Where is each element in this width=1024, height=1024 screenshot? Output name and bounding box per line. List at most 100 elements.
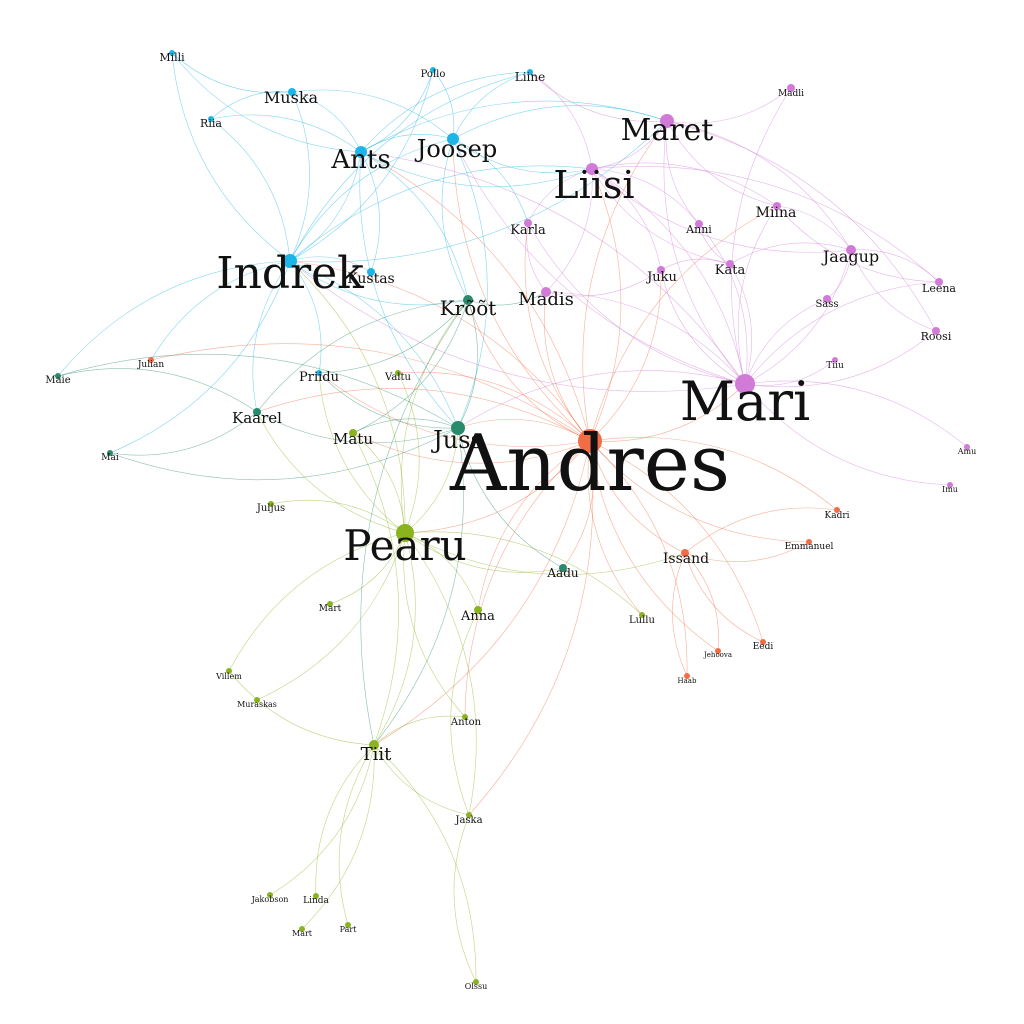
node-miina[interactable] <box>773 202 781 210</box>
node-olssu[interactable] <box>473 979 479 985</box>
edge-joosep-juss <box>452 138 488 429</box>
edge-issand-haab <box>672 552 688 677</box>
edge-kata-anni <box>698 223 731 265</box>
node-mart2[interactable] <box>299 926 305 932</box>
node-kaarel[interactable] <box>253 408 261 416</box>
node-jakobson[interactable] <box>267 892 273 898</box>
edge-andres-matu <box>352 432 591 464</box>
node-liine[interactable] <box>527 69 533 75</box>
node-liisi[interactable] <box>586 163 598 175</box>
node-roosi[interactable] <box>932 327 940 335</box>
node-label-mari: Mari <box>680 370 811 433</box>
node-mari[interactable] <box>735 374 755 394</box>
node-anni[interactable] <box>695 220 703 228</box>
node-jehoova[interactable] <box>715 648 721 654</box>
edge-pearu-jaska <box>404 532 477 816</box>
node-juss[interactable] <box>451 421 465 435</box>
edge-liisi-karla <box>527 168 593 224</box>
edge-indrek-maret <box>289 120 668 263</box>
edge-mari-karla <box>527 222 746 385</box>
node-label-jakobson: Jakobson <box>251 895 289 904</box>
node-maret[interactable] <box>660 114 674 128</box>
node-jaagup[interactable] <box>846 245 856 255</box>
node-milli[interactable] <box>169 50 175 56</box>
node-part[interactable] <box>345 922 351 928</box>
node-kadri[interactable] <box>834 507 840 513</box>
node-amu[interactable] <box>964 444 970 450</box>
node-julian[interactable] <box>148 357 154 363</box>
edge-mari-sass <box>744 298 828 385</box>
edge-indrek-pollo <box>289 69 434 262</box>
edge-andres-maret <box>582 120 668 442</box>
node-riia[interactable] <box>208 116 214 122</box>
node-leena[interactable] <box>935 278 943 286</box>
node-andres[interactable] <box>578 429 602 453</box>
node-juljus[interactable] <box>268 501 274 507</box>
node-mart[interactable] <box>327 601 333 607</box>
node-anton[interactable] <box>462 714 468 720</box>
node-issand[interactable] <box>681 549 689 557</box>
edge-juss-priidu <box>318 372 459 429</box>
edge-andres-haab <box>589 440 688 677</box>
node-muraskas[interactable] <box>254 697 260 703</box>
node-kroot[interactable] <box>463 295 473 305</box>
node-karla[interactable] <box>524 219 532 227</box>
node-ants[interactable] <box>355 146 367 158</box>
edge-kaarel-maie <box>57 368 258 413</box>
node-priidu[interactable] <box>316 370 322 376</box>
edge-mari-imu <box>744 383 951 486</box>
node-haab[interactable] <box>684 673 690 679</box>
edge-pearu-muraskas <box>256 532 406 701</box>
edge-mari-maret <box>663 120 746 385</box>
edge-indrek-kaarel <box>252 260 291 413</box>
edge-liisi-madis <box>545 168 593 293</box>
node-maie[interactable] <box>55 373 61 379</box>
node-anna[interactable] <box>474 606 482 614</box>
edge-joosep-muska <box>291 89 454 140</box>
node-label-tiit: Tiit <box>361 744 393 765</box>
node-jaska[interactable] <box>466 812 472 818</box>
node-aadu[interactable] <box>559 564 567 572</box>
edge-jaska-olssu <box>453 814 477 983</box>
node-mai[interactable] <box>107 450 113 456</box>
node-tiit[interactable] <box>369 740 379 750</box>
node-sass[interactable] <box>823 295 831 303</box>
edge-andres-joosep <box>452 138 591 442</box>
node-lullu[interactable] <box>639 612 645 618</box>
node-pollo[interactable] <box>430 67 436 73</box>
node-label-liine: Liine <box>515 70 545 84</box>
node-linda[interactable] <box>313 893 319 899</box>
node-label-anton: Anton <box>450 717 482 728</box>
node-joosep[interactable] <box>447 133 459 145</box>
edge-ants-kroot <box>360 151 469 301</box>
node-matu[interactable] <box>349 429 357 437</box>
node-madis[interactable] <box>541 287 551 297</box>
edge-andres-miina <box>589 205 778 442</box>
edge-andres-valtu <box>397 371 591 442</box>
edge-liisi-anni <box>591 168 700 225</box>
node-label-juku: Juku <box>645 270 677 285</box>
node-madli[interactable] <box>787 84 795 92</box>
edge-indrek-riia <box>210 118 291 262</box>
node-kustas[interactable] <box>367 268 375 276</box>
edge-indrek-julian <box>150 260 291 361</box>
node-label-kroot: Krõõt <box>440 296 497 320</box>
node-eedi[interactable] <box>760 639 766 645</box>
node-villem[interactable] <box>226 668 232 674</box>
node-label-juss: Juss <box>430 426 483 454</box>
node-indrek[interactable] <box>283 254 297 268</box>
edge-miina-jaagup <box>776 205 852 251</box>
edge-andres-kadri <box>589 437 838 511</box>
node-muska[interactable] <box>288 88 296 96</box>
node-tiiu[interactable] <box>832 357 838 363</box>
edge-joosep-pollo <box>432 69 455 140</box>
edge-joosep-liisi <box>452 138 593 174</box>
node-valtu[interactable] <box>395 370 401 376</box>
node-imu[interactable] <box>947 482 953 488</box>
edge-tiit-matu <box>352 432 399 746</box>
node-juku[interactable] <box>657 266 665 274</box>
node-emmanuel[interactable] <box>806 539 812 545</box>
node-kata[interactable] <box>726 260 734 268</box>
node-pearu[interactable] <box>396 524 414 542</box>
edge-kroot-tiit <box>360 299 469 746</box>
